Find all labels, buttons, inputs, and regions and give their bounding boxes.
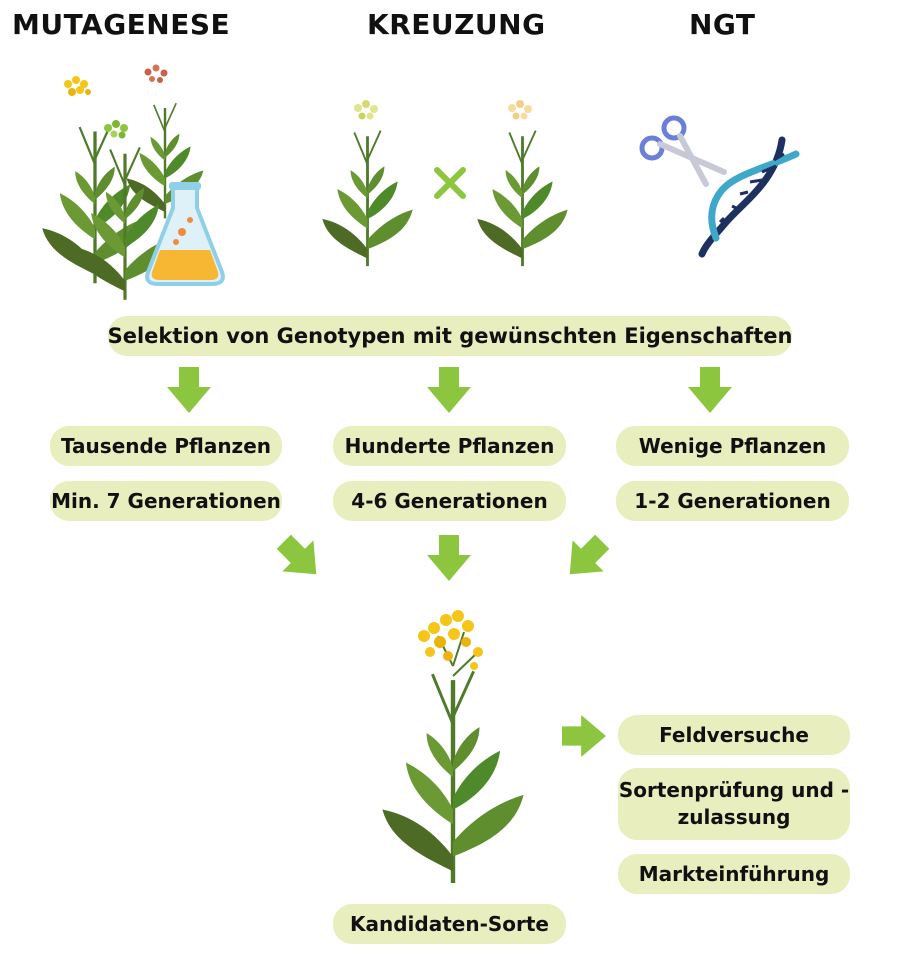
heading-kreuzung: KREUZUNG [367,8,546,41]
candidate-plant-illustration [368,610,538,886]
rapeseed-plant-icon [320,100,415,268]
generations-ngt: 1-2 Generationen [616,481,849,521]
rapeseed-plant-icon [475,100,570,268]
rapeseed-plant-icon [382,610,523,883]
arrow-right-icon [562,714,606,758]
mutagenese-illustration [40,64,225,302]
market-launch-label: Markteinführung [618,854,850,894]
arrow-diagonal-right-icon [268,526,332,590]
field-trials-label: Feldversuche [618,715,850,755]
generations-kreuzung: 4-6 Generationen [333,481,566,521]
rapeseed-plant-icon [125,64,205,220]
heading-mutagenese: MUTAGENESE [12,8,231,41]
variety-testing-line2: zulassung [677,805,791,829]
heading-ngt: NGT [689,8,756,41]
scissors-icon [639,115,727,187]
plants-count-ngt: Wenige Pflanzen [616,426,849,466]
dna-icon [698,136,800,258]
arrow-down-icon [167,367,211,413]
rapeseed-plant-icon [40,76,150,286]
flask-icon [145,182,225,286]
selection-label: Selektion von Genotypen mit gewünschten … [108,316,792,356]
ngt-illustration [639,115,800,258]
arrow-down-icon [427,535,471,581]
arrow-down-icon [688,367,732,413]
plants-count-mutagenese: Tausende Pflanzen [50,426,282,466]
cross-icon [434,167,466,199]
rapeseed-plant-icon [72,120,178,302]
arrow-diagonal-left-icon [554,526,618,590]
generations-mutagenese: Min. 7 Generationen [50,481,282,521]
kreuzung-illustration [320,100,570,268]
arrow-down-icon [427,367,471,413]
variety-testing-label: Sortenprüfung und - zulassung [618,768,850,840]
variety-testing-line1: Sortenprüfung und - [618,778,850,802]
plants-count-kreuzung: Hunderte Pflanzen [333,426,566,466]
candidate-variety-label: Kandidaten-Sorte [333,904,566,944]
